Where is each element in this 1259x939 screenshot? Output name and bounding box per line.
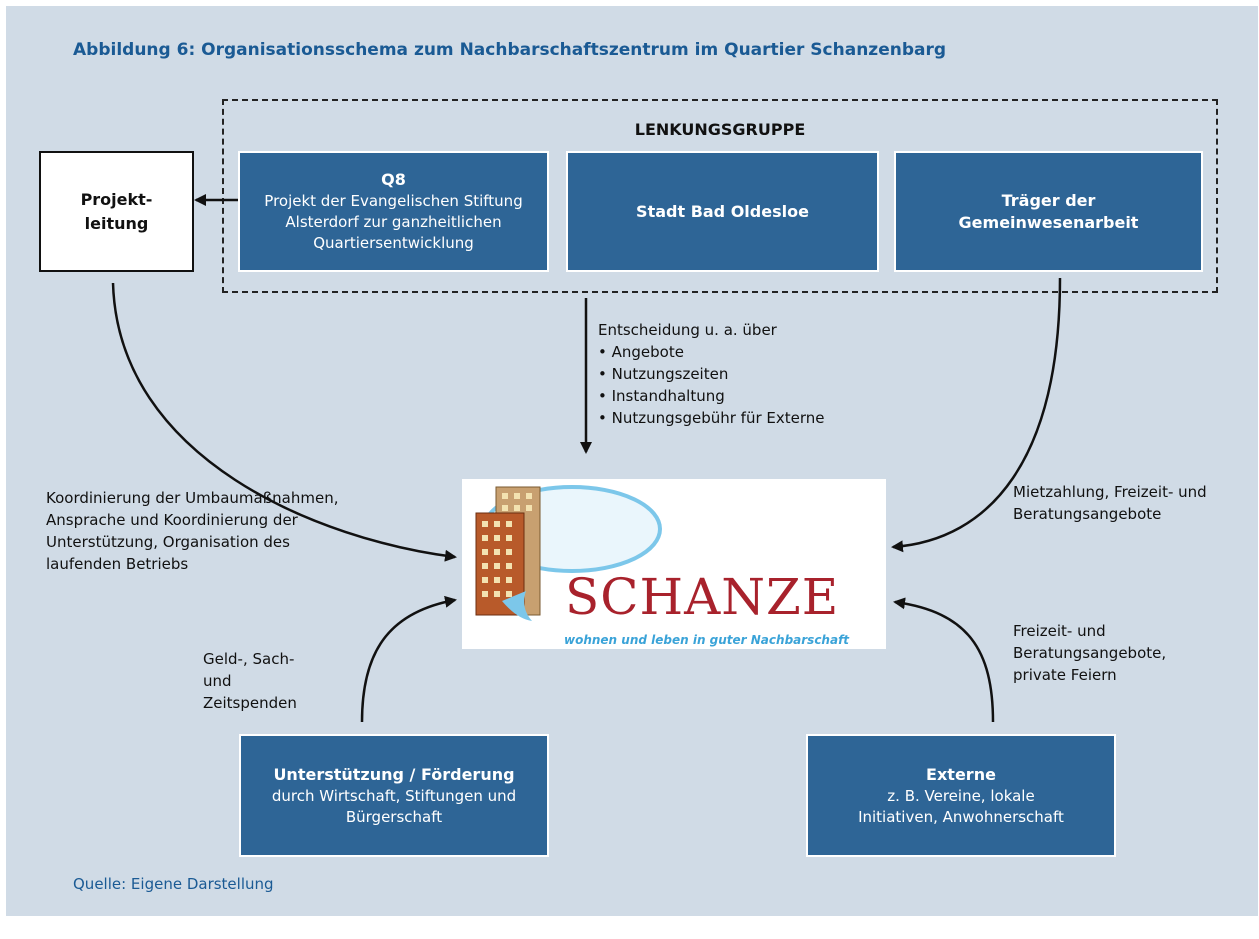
project-lead-tasks: Koordinierung der Umbaumaßnahmen, Anspra…	[46, 489, 339, 573]
building-illustration	[475, 485, 662, 621]
project-lead-box: Projekt-leitung	[39, 151, 194, 272]
traeger-box: Träger der Gemeinwesenarbeit	[894, 151, 1203, 272]
decision-item: • Angebote	[598, 343, 684, 361]
external-title: Externe	[926, 764, 996, 784]
decision-list: Entscheidung u. a. über • Angebote • Nut…	[598, 319, 825, 429]
external-box: Externe z. B. Vereine, lokale Initiative…	[806, 734, 1116, 857]
arrow-external-to-center	[893, 597, 995, 723]
traeger-contribution: Mietzahlung, Freizeit- und Beratungsange…	[1013, 483, 1207, 523]
project-lead-label: Projekt-leitung	[80, 189, 153, 233]
arrow-support-to-center	[360, 595, 457, 723]
arrow-traeger-to-center	[891, 277, 1062, 553]
schanze-logo: SCHANZE wohnen und leben in guter Nachba…	[462, 479, 886, 649]
decision-item: • Nutzungszeiten	[598, 365, 729, 383]
q8-box: Q8 Projekt der Evangelischen Stiftung Al…	[238, 151, 549, 272]
q8-description: Projekt der Evangelischen Stiftung Alste…	[264, 192, 523, 252]
support-contribution: Geld-, Sach- und Zeitspenden	[203, 650, 297, 712]
steering-group-frame	[222, 99, 1218, 293]
traeger-title: Träger der Gemeinwesenarbeit	[958, 190, 1139, 232]
support-text: durch Wirtschaft, Stiftungen und Bürgers…	[271, 786, 517, 826]
logo-tagline: wohnen und leben in guter Nachbarschaft	[564, 633, 850, 647]
arrow-project-lead-to-center	[111, 282, 457, 562]
decision-intro: Entscheidung u. a. über	[598, 321, 777, 339]
city-box: Stadt Bad Oldesloe	[566, 151, 879, 272]
logo-wordmark: SCHANZE	[565, 568, 840, 626]
decision-item: • Nutzungsgebühr für Externe	[598, 409, 825, 427]
support-title: Unterstützung / Förderung	[273, 764, 515, 784]
q8-title: Q8	[381, 170, 406, 189]
city-title: Stadt Bad Oldesloe	[636, 201, 809, 221]
q8-text: Projekt der Evangelischen Stiftung Alste…	[244, 191, 544, 254]
figure-title: Abbildung 6: Organisationsschema zum Nac…	[73, 40, 947, 60]
external-contribution: Freizeit- und Beratungsangebote, private…	[1013, 622, 1167, 684]
decision-item: • Instandhaltung	[598, 387, 725, 405]
external-text: z. B. Vereine, lokale Initiativen, Anwoh…	[858, 786, 1064, 826]
support-box: Unterstützung / Förderung durch Wirtscha…	[239, 734, 549, 857]
source-note: Quelle: Eigene Darstellung	[73, 875, 274, 893]
steering-group-title: LENKUNGSGRUPPE	[634, 120, 806, 139]
